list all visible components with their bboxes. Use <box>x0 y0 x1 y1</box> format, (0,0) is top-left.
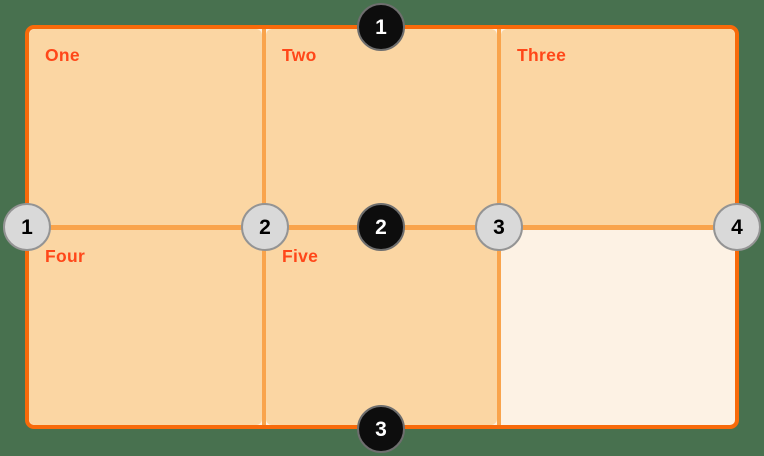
grid-cell-three: Three <box>501 29 735 225</box>
column-line-marker-3: 3 <box>475 203 523 251</box>
grid-cell-two: Two <box>266 29 497 225</box>
row-line-marker-1: 1 <box>357 3 405 51</box>
cell-label-one: One <box>45 45 80 65</box>
column-line-number-3: 3 <box>493 215 505 239</box>
grid-container: One Two Three Four Five <box>25 25 739 429</box>
grid-cell-one: One <box>29 29 262 225</box>
row-line-number-2: 2 <box>375 215 387 239</box>
grid-cell-empty <box>501 230 735 425</box>
column-line-number-4: 4 <box>731 215 743 239</box>
row-line-number-1: 1 <box>375 15 387 39</box>
column-line-number-1: 1 <box>21 215 33 239</box>
column-line-number-2: 2 <box>259 215 271 239</box>
grid-cell-four: Four <box>29 230 262 425</box>
column-line-marker-4: 4 <box>713 203 761 251</box>
cell-label-four: Four <box>45 246 86 266</box>
row-line-number-3: 3 <box>375 417 387 441</box>
grid-cell-five: Five <box>266 230 497 425</box>
row-line-marker-3: 3 <box>357 405 405 453</box>
cell-label-two: Two <box>282 45 317 65</box>
cell-label-three: Three <box>517 45 567 65</box>
cell-label-five: Five <box>282 246 319 266</box>
column-line-marker-2: 2 <box>241 203 289 251</box>
row-line-marker-2: 2 <box>357 203 405 251</box>
column-line-marker-1: 1 <box>3 203 51 251</box>
